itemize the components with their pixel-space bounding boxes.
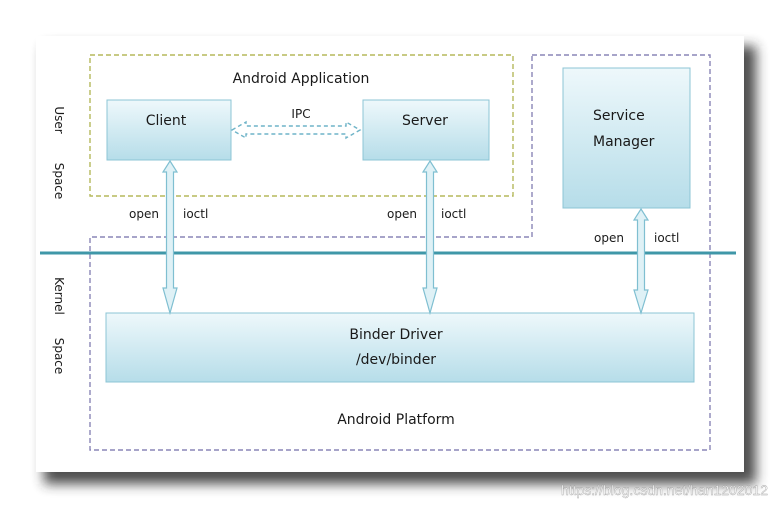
service-manager-label-line2: Manager bbox=[593, 134, 655, 150]
server-binder-arrow bbox=[421, 159, 439, 316]
server-ioctl-label: ioctl bbox=[441, 207, 466, 221]
client-open-label: open bbox=[129, 207, 159, 221]
kernel-space-label-space: Space bbox=[52, 338, 66, 375]
android-platform-label: Android Platform bbox=[337, 412, 455, 428]
user-space-label-space: Space bbox=[52, 163, 66, 200]
android-platform-group bbox=[89, 54, 711, 451]
client-binder-arrow bbox=[161, 159, 179, 316]
android-application-label: Android Application bbox=[233, 71, 370, 87]
service-manager-label-line1: Service bbox=[593, 108, 645, 124]
binder-driver-label-line2: /dev/binder bbox=[356, 352, 436, 368]
service-manager-ioctl-label: ioctl bbox=[654, 231, 679, 245]
binder-driver-label-line1: Binder Driver bbox=[349, 327, 442, 343]
ipc-label: IPC bbox=[291, 107, 310, 121]
binder-driver-box bbox=[105, 312, 695, 383]
server-open-label: open bbox=[387, 207, 417, 221]
server-box bbox=[362, 99, 490, 161]
service-manager-binder-arrow bbox=[632, 207, 650, 316]
client-label: Client bbox=[146, 113, 187, 129]
android-application-group bbox=[89, 54, 514, 197]
user-space-label-user: User bbox=[52, 106, 66, 133]
kernel-space-label-kernel: Kernel bbox=[52, 277, 66, 315]
server-label: Server bbox=[402, 113, 448, 129]
service-manager-open-label: open bbox=[594, 231, 624, 245]
client-ioctl-label: ioctl bbox=[183, 207, 208, 221]
ipc-arrow bbox=[230, 120, 362, 140]
watermark: https://blog.csdn.net/han1202012 bbox=[561, 482, 768, 498]
service-manager-box bbox=[562, 67, 691, 209]
client-box bbox=[106, 99, 232, 161]
